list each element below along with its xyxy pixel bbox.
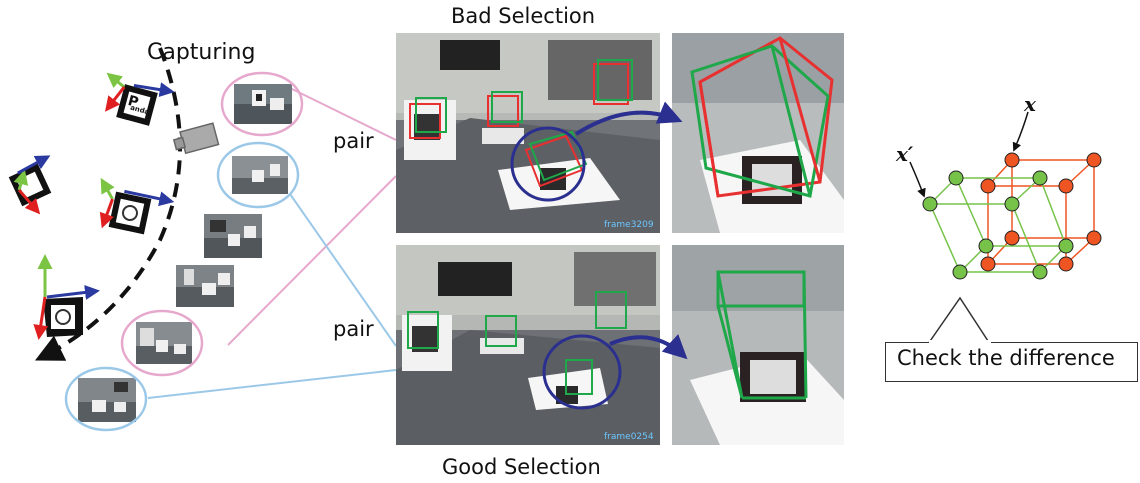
thumbnail-6 <box>78 378 136 422</box>
capturing-label: Capturing <box>147 40 256 65</box>
blue-ellipse-top <box>216 141 300 209</box>
blue-line-bottom-upper <box>289 193 397 347</box>
cube-green-edges <box>929 177 1067 273</box>
check-difference-label: Check the difference <box>897 346 1115 370</box>
selection-circle-good <box>542 334 622 410</box>
pair-lines <box>147 87 397 399</box>
thumbnail-5 <box>136 322 192 364</box>
photo-good-scene <box>396 245 660 445</box>
cube-green-dots <box>922 170 1074 280</box>
callout-gap-mask <box>929 340 991 345</box>
marker-pose-4 <box>33 254 100 340</box>
zoom-arrow-good <box>609 334 688 360</box>
capture-arc <box>34 47 182 361</box>
x-label: x <box>1024 92 1036 116</box>
zoom-bad <box>672 33 844 233</box>
blue-line-bottom-lower <box>147 369 397 399</box>
x-prime-pointer-arrow <box>909 161 926 198</box>
good-selection-label: Good Selection <box>442 455 601 479</box>
callout-pointer <box>927 296 991 345</box>
x-prime-label: x′ <box>896 142 914 166</box>
thumbnails <box>78 84 292 422</box>
x-pointer-arrow <box>1012 111 1029 152</box>
bad-selection-label: Bad Selection <box>451 4 596 28</box>
zoom-good <box>672 245 844 445</box>
marker-pose-3 <box>99 177 175 235</box>
camera-icon <box>172 122 220 155</box>
thumbnail-2 <box>232 156 288 194</box>
marker-pose-1 <box>105 72 175 126</box>
thumbnail-4 <box>176 265 234 307</box>
pink-line-top-upper <box>289 87 397 141</box>
zoom-arrow-bad <box>574 101 683 136</box>
frame-number-top: frame3209 <box>604 220 654 230</box>
frame-number-bottom: frame0254 <box>604 432 654 442</box>
photo-bad-scene <box>396 33 660 233</box>
selection-circle-bad <box>510 126 586 202</box>
pair-label-bottom: pair <box>333 317 374 341</box>
cube-red-dots <box>980 152 1102 272</box>
cube-diagram <box>909 111 1102 280</box>
pink-ellipse-bottom <box>120 309 204 377</box>
pink-ellipse-top <box>220 71 304 137</box>
thumbnail-1 <box>234 84 292 124</box>
pink-line-top-lower <box>227 175 397 346</box>
marker-pose-2 <box>8 155 52 215</box>
pair-label-top: pair <box>333 129 374 153</box>
callout-box <box>885 342 1138 382</box>
blue-ellipse-bottom <box>64 366 148 432</box>
thumbnail-3 <box>204 214 262 258</box>
